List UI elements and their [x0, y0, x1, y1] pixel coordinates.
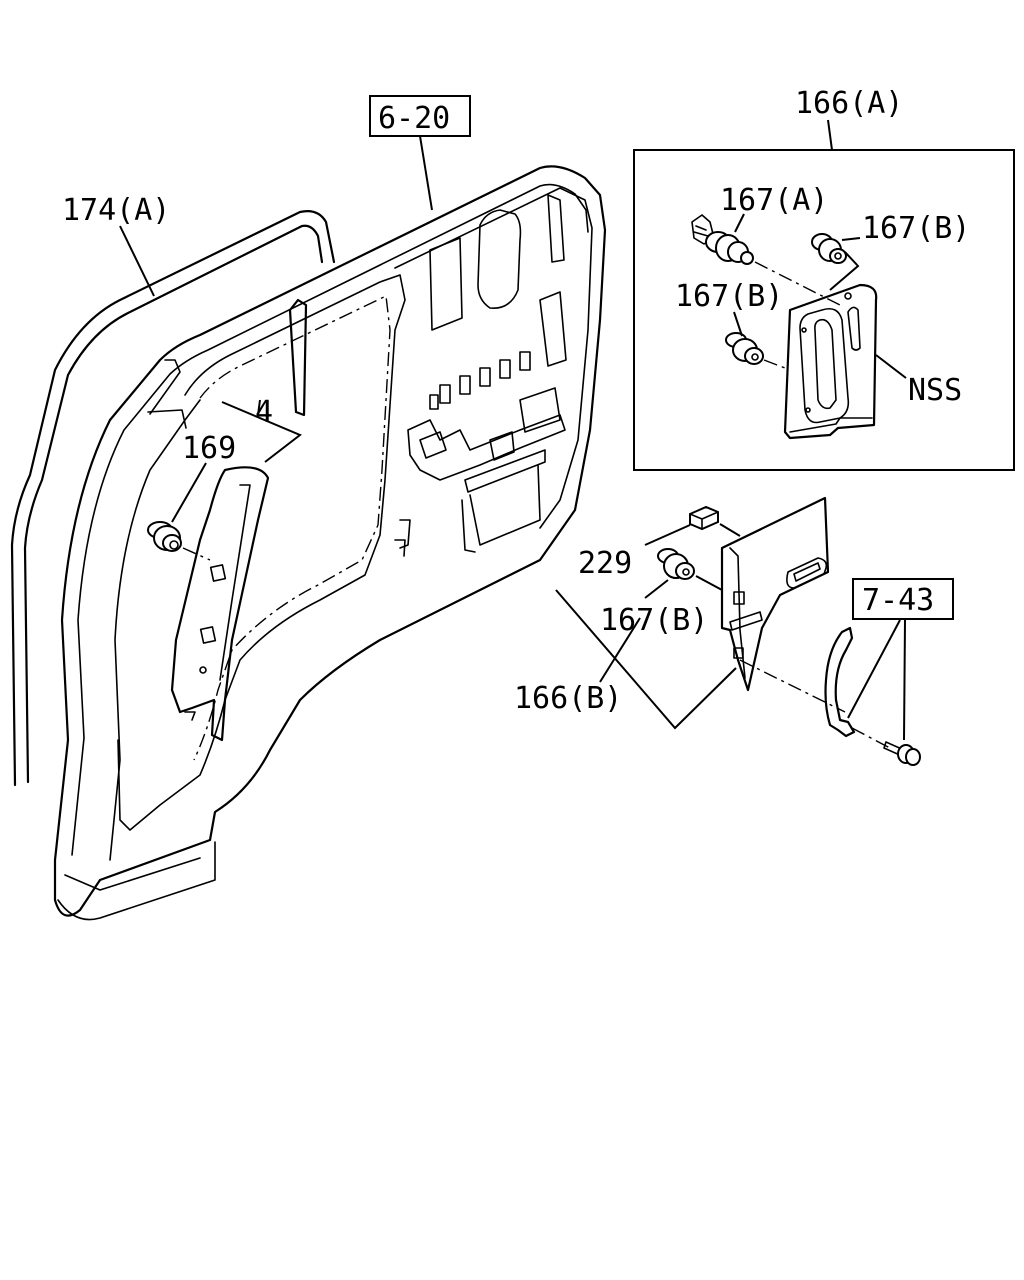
clip-167b-low [657, 548, 723, 591]
callout-166a: 166(A) [795, 86, 903, 121]
clip-167a [691, 214, 841, 306]
panel-slots [429, 351, 531, 410]
bracket-7-43 [739, 619, 906, 749]
callout-167b-mid: 167(B) [675, 279, 783, 314]
callout-229: 229 [578, 546, 632, 581]
leader-166b [599, 617, 641, 683]
leader-lines [119, 119, 833, 523]
callout-4: 4 [255, 395, 273, 430]
callout-166b: 166(B) [514, 681, 622, 716]
detail-panel-166a [783, 283, 878, 440]
leader-v-166b [555, 589, 737, 730]
bolt [883, 741, 921, 766]
door-panel [53, 165, 607, 921]
leader-167b-low [644, 579, 669, 599]
trim-piece-4 [170, 401, 302, 742]
leader-167b-top [841, 237, 861, 241]
ref-box-6-20 [369, 95, 471, 137]
callout-6-20: 6-20 [378, 101, 450, 136]
callout-174a: 174(A) [62, 193, 170, 228]
weatherstrip-174a [10, 210, 336, 787]
leader-167a [734, 213, 745, 233]
clip-229 [689, 505, 741, 537]
leader-229 [644, 524, 691, 546]
callout-169: 169 [182, 431, 236, 466]
detail-box-166a [633, 149, 1015, 471]
clip-167b-mid [725, 311, 786, 369]
panel-166b [720, 496, 830, 692]
clip-167b-top [811, 233, 860, 291]
callout-nss: NSS [908, 373, 962, 408]
leader-nss [875, 354, 907, 379]
callout-167b-low: 167(B) [600, 603, 708, 638]
callout-167b-top: 167(B) [862, 211, 970, 246]
ref-box-7-43 [852, 578, 954, 620]
callout-167a: 167(A) [720, 183, 828, 218]
callout-7-43: 7-43 [862, 583, 934, 618]
clip-169 [147, 521, 211, 561]
